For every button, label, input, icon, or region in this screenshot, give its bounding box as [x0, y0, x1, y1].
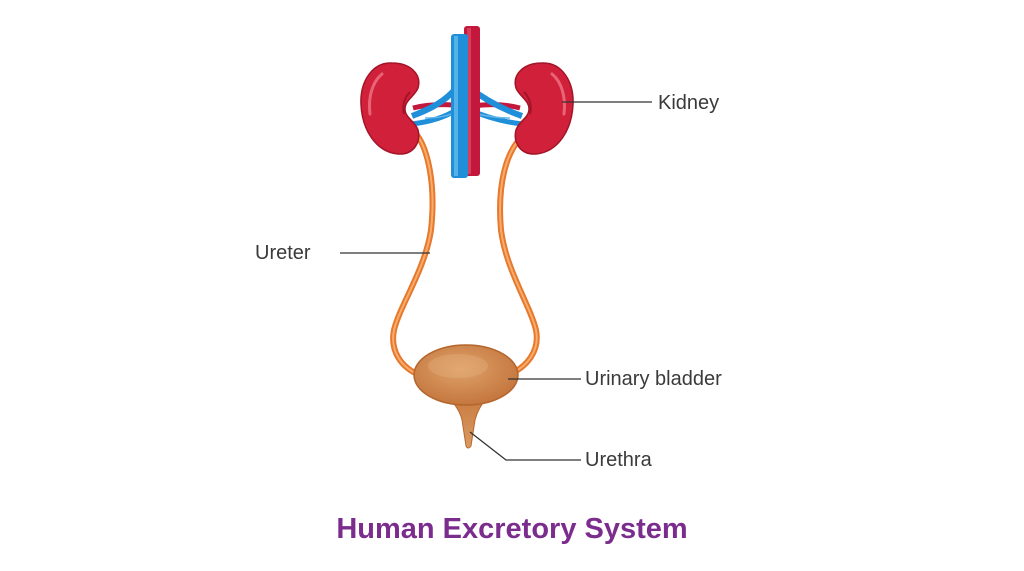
diagram-title: Human Excretory System — [336, 513, 688, 545]
right-ureter — [497, 132, 540, 379]
left-kidney — [360, 62, 420, 155]
vena-cava — [451, 34, 468, 178]
ureters — [390, 132, 540, 379]
urinary-bladder — [413, 344, 519, 406]
right-kidney — [514, 62, 574, 155]
urethra-label: Urethra — [585, 449, 652, 471]
ureter-label: Ureter — [255, 242, 311, 264]
leader-lines — [340, 101, 652, 461]
urethra-leader — [469, 431, 581, 461]
urethra — [446, 395, 490, 449]
kidney-label: Kidney — [658, 92, 720, 114]
left-ureter — [390, 132, 436, 379]
urinary-bladder-label: Urinary bladder — [585, 368, 722, 390]
